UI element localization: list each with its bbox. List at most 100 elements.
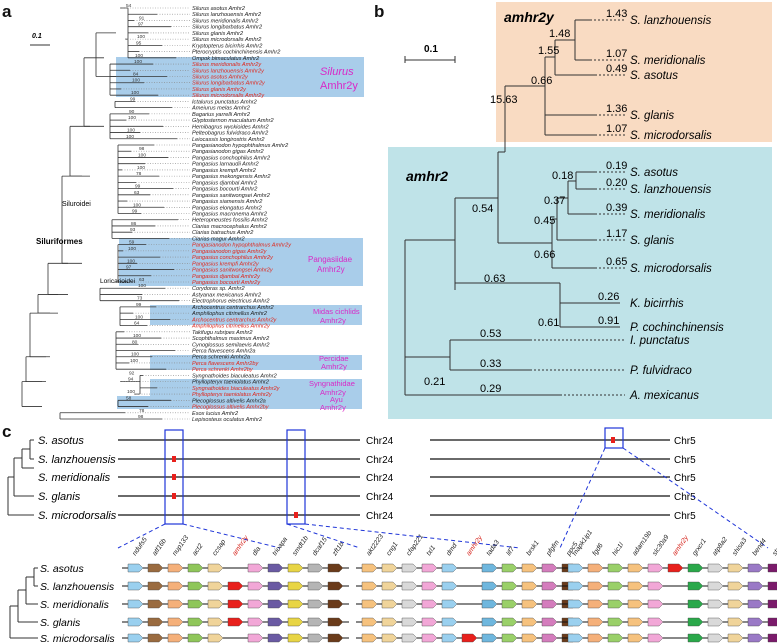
c-gene-arrow <box>287 581 304 591</box>
a-leaf-label: Pangasius elongatus Amhr2 <box>192 205 263 211</box>
a-bootstrap: 100 <box>131 90 139 96</box>
a-bootstrap: 58 <box>126 395 132 401</box>
c-zoom-lines-1 <box>117 523 281 549</box>
c-gene-label: ccsap <box>211 538 227 557</box>
highlight-label-ayu: Ayu <box>330 395 343 404</box>
highlight-label-pangasiidae-amhr2y: Amhr2y <box>317 265 345 274</box>
c-gene-arrow <box>441 599 458 609</box>
c-gene-arrow <box>767 617 777 627</box>
c-gene-arrow <box>747 563 764 573</box>
c-gene-label: amhr2y <box>671 534 690 557</box>
a-leaf-label: Pangasius sanitwongsei Amhr2 <box>192 193 271 199</box>
c-gene-arrow <box>541 581 558 591</box>
a-bootstrap: 86 <box>131 221 137 227</box>
panel-a-branches <box>21 7 179 420</box>
c-gene-label: dla <box>251 546 262 558</box>
c-gene-arrow <box>627 599 644 609</box>
c-gene-arrow <box>627 581 644 591</box>
c-gene-label: fgd6 <box>591 542 604 557</box>
c-gene-arrow <box>501 563 518 573</box>
c-gene-arrow <box>147 633 164 643</box>
a-leaf-label: Syngnathoides biaculeatus Amhr2y <box>192 386 281 392</box>
c-gene-arrow <box>587 599 604 609</box>
c-gene-arrow <box>687 563 704 573</box>
a-leaf-label: Pangasius conchophilus Amhr2 <box>192 155 271 161</box>
c-gene-arrow <box>287 563 304 573</box>
c-gene-arrow <box>167 581 184 591</box>
b-int-155: 1.55 <box>538 45 559 57</box>
clade-label-loricarioidei: Loricarioidei <box>100 278 135 285</box>
c-gene-label: akt2223 <box>365 533 385 557</box>
c-gene-label: amhr2y <box>231 534 250 557</box>
b-len-8: 1.17 <box>606 228 627 240</box>
b-int-054: 0.54 <box>472 203 493 215</box>
c-gene-label: stx15b <box>771 537 777 558</box>
a-bootstrap: 99 <box>132 209 138 215</box>
a-leaf-label: Clarias magur Amhr2 <box>192 236 246 242</box>
highlight-label-syngnathidae-amhr2y: Amhr2y <box>320 388 346 397</box>
b-micro-y <box>544 115 595 136</box>
c-gene-arrow <box>207 599 224 609</box>
c-zoom-lines-3 <box>559 447 769 549</box>
a-leaf-label: Pangasius mekongensis Amhr2 <box>192 174 271 180</box>
b-len-13: 0.33 <box>480 358 501 370</box>
a-bootstrap: 54 <box>126 3 132 9</box>
c-gene-arrow <box>687 581 704 591</box>
c-gene-arrow <box>381 599 398 609</box>
c-gene-arrow <box>421 563 438 573</box>
b-leaf-5: S. asotus <box>630 167 678 179</box>
panel-a-scale-label: 0.1 <box>32 33 42 40</box>
a-leaf-label: Perca schrenki Amhr2a <box>192 355 250 361</box>
a-leaf-label: Bagarius yarrelli Amhr2 <box>192 112 251 118</box>
c-gene-label: lif7 <box>505 546 516 557</box>
c-gene-arrow <box>381 581 398 591</box>
c-gene-label: brsk1 <box>525 539 540 557</box>
b-leaf-4: S. microdorsalis <box>630 130 712 142</box>
highlight-percidae <box>150 355 362 370</box>
c-gene-arrow <box>501 599 518 609</box>
highlight-label-silurus: Silurus <box>320 66 354 78</box>
c-gene-arrow <box>747 617 764 627</box>
c-gene-arrow <box>521 633 538 643</box>
a-leaf-label: Pangasius djambal Amhr2 <box>192 180 258 186</box>
c-gene-arrow <box>767 633 777 643</box>
c-species-label-bottom: S. asotus <box>40 563 85 575</box>
c-gene-arrow <box>647 563 664 573</box>
a-leaf-label: Silurus microdorsalis Amhr2y <box>192 93 265 99</box>
c-gene-arrow <box>187 599 204 609</box>
highlight-silurus <box>116 57 364 97</box>
c-gene-arrow <box>687 617 704 627</box>
c-gene-arrow <box>187 633 204 643</box>
highlight-ayu <box>117 396 362 409</box>
b-leaf-12: I. punctatus <box>630 335 690 347</box>
c-gene-label: bend4 <box>751 537 768 557</box>
b-int-1563: 15.63 <box>490 94 518 106</box>
a-leaf-label: Takifugu rubripes Amhr2 <box>192 330 253 336</box>
c-gene-arrow <box>421 581 438 591</box>
c-gene-arrow <box>587 563 604 573</box>
c-gene-arrow <box>187 563 204 573</box>
c-gene-arrow <box>567 563 584 573</box>
c-gene-label: tada3 <box>485 539 501 557</box>
c-gene-arrow <box>441 633 458 643</box>
a-leaf-label: Pangasianodon hypophthalmus Amhr2y <box>192 243 292 249</box>
highlight-label-syngnathidae: Syngnathidae <box>309 379 355 388</box>
c-species-label: S. glanis <box>38 491 81 503</box>
b-len-4: 1.07 <box>606 123 627 135</box>
c-gene-label: zft1b <box>331 541 346 558</box>
b-len-11: 0.91 <box>598 315 619 327</box>
c-gene-arrow <box>727 617 744 627</box>
c-gene-arrow <box>627 617 644 627</box>
a-bootstrap: 84 <box>133 72 139 78</box>
b-len-7: 0.39 <box>606 202 627 214</box>
c-gene-amhr2y <box>227 599 244 609</box>
c-amhr2y-marker <box>172 493 176 499</box>
a-leaf-label: Silurus longibarbatus Amhr2 <box>192 25 263 31</box>
b-node-021 <box>405 340 451 370</box>
c-gene-label: amhr2y <box>465 534 484 557</box>
c-gene-arrow <box>541 599 558 609</box>
c-gene-arrow <box>401 617 418 627</box>
c-gene-arrow <box>147 599 164 609</box>
